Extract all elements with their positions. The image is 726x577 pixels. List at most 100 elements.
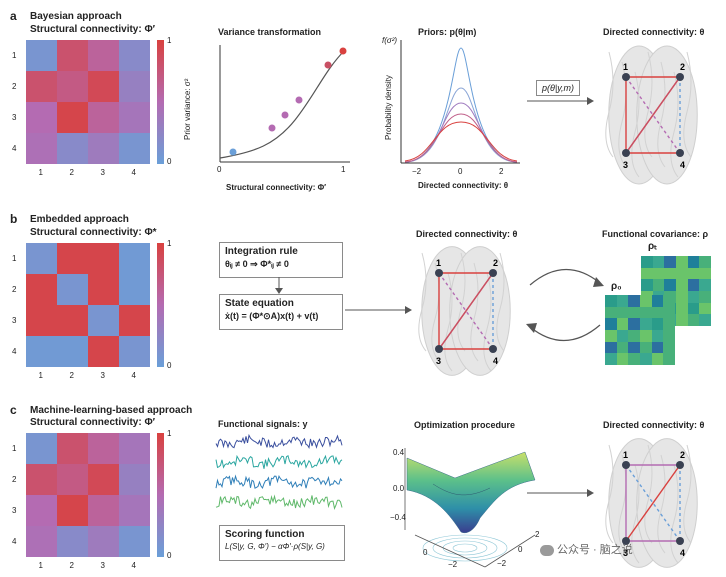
section-letter-c: c	[10, 403, 17, 417]
matrix-cell	[26, 305, 57, 336]
matrix-cell	[119, 40, 150, 71]
matrix-row-tick: 3	[12, 505, 17, 515]
opt-ytick-0: 2	[535, 530, 540, 539]
covariance-cell	[640, 330, 652, 342]
connection-line	[625, 464, 681, 542]
covariance-cell	[663, 330, 675, 342]
matrix-cell	[88, 102, 119, 133]
state-arrow	[345, 306, 412, 314]
signal-trace	[215, 474, 343, 490]
covariance-cell	[676, 267, 688, 280]
brain-node	[489, 269, 497, 277]
matrix-col-tick: 2	[69, 168, 74, 177]
covariance-cell	[699, 302, 711, 315]
cycle-arrows	[526, 268, 604, 342]
covariance-cell	[641, 256, 653, 268]
brain-node	[622, 149, 630, 157]
matrix-cell	[88, 464, 119, 495]
covariance-cell	[663, 318, 675, 330]
matrix-cell	[88, 305, 119, 336]
node-label: 2	[493, 258, 498, 268]
matrix-row-tick: 4	[12, 143, 17, 153]
colorbar-a-top: 1	[167, 36, 172, 45]
matrix-cell	[119, 133, 150, 164]
matrix-col-tick: 2	[69, 561, 74, 570]
node-label: 3	[623, 160, 628, 170]
covariance-cell	[628, 318, 640, 330]
opt-xtick-0: 0	[423, 548, 428, 557]
state-equation-formula: ẋ(t) = (Φ*⊙A)x(t) + v(t)	[225, 311, 319, 321]
matrix-cell	[57, 433, 88, 464]
covariance-cell	[605, 353, 617, 365]
variance-ylabel: Prior variance: σ²	[183, 78, 192, 140]
signal-trace	[215, 494, 343, 511]
signal-trace	[215, 454, 343, 469]
optimization-surface	[404, 448, 536, 568]
directed-title-c: Directed connectivity: θ	[603, 420, 705, 430]
covariance-cell	[676, 279, 688, 291]
matrix-col-tick: 4	[131, 168, 136, 177]
covariance-cell	[628, 306, 640, 319]
variance-xtick-0: 0	[217, 165, 222, 174]
covariance-cell	[640, 295, 652, 307]
matrix-cell	[57, 526, 88, 557]
matrix-row-tick: 2	[12, 81, 17, 91]
matrix-cell	[26, 102, 57, 133]
section-title-b: Embedded approach	[30, 214, 129, 225]
colorbar-b-bottom: 0	[167, 361, 172, 370]
matrix-cell	[57, 133, 88, 164]
node-label: 1	[623, 62, 628, 72]
brain-node	[435, 345, 443, 353]
opt-xtick-1: −2	[448, 560, 458, 569]
brain-node	[676, 537, 684, 545]
opt-ytick-2: −2	[497, 559, 507, 568]
covariance-cell	[628, 330, 640, 342]
matrix-cell	[57, 336, 88, 367]
matrix-cell	[26, 274, 57, 305]
matrix-cell	[88, 133, 119, 164]
covariance-cell	[605, 295, 617, 307]
matrix-cell	[26, 526, 57, 557]
matrix-c-label: Structural connectivity: Φ′	[30, 417, 156, 428]
covariance-cell	[699, 314, 711, 326]
brain-node	[622, 73, 630, 81]
colorbar-b-top: 1	[167, 239, 172, 248]
matrix-cell	[119, 495, 150, 526]
covariance-cell	[687, 302, 700, 315]
colorbar-b	[157, 243, 164, 367]
node-label: 2	[680, 62, 685, 72]
colorbar-c-bottom: 0	[167, 551, 172, 560]
priors-plot	[400, 40, 520, 164]
section-letter-b: b	[10, 212, 18, 226]
node-label: 4	[680, 160, 685, 170]
matrix-cell	[119, 526, 150, 557]
matrix-col-tick: 3	[100, 371, 105, 380]
matrix-cell	[57, 305, 88, 336]
node-label: 3	[436, 356, 441, 366]
node-label: 1	[623, 450, 628, 460]
brain-node	[676, 461, 684, 469]
priors-title: Priors: p(θ|m)	[418, 27, 477, 37]
colorbar-a-bottom: 0	[167, 157, 172, 166]
matrix-col-tick: 1	[38, 371, 43, 380]
matrix-cell	[26, 40, 57, 71]
matrix-cell	[119, 274, 150, 305]
section-title-a: Bayesian approach	[30, 11, 122, 22]
priors-xtick-2: 2	[499, 167, 504, 176]
covariance-cell	[664, 267, 676, 280]
brain-node	[676, 73, 684, 81]
colorbar-c	[157, 433, 164, 557]
covariance-cell	[651, 306, 664, 319]
covariance-cell	[616, 295, 629, 307]
matrix-cell	[57, 464, 88, 495]
integration-rule-box: Integration rule θᵢⱼ ≠ 0 ⇒ Φ*ᵢⱼ ≠ 0	[219, 242, 343, 278]
covariance-cell	[663, 306, 675, 319]
scoring-function-box: Scoring function L(S|y, G, Φ′) − αΦ′·ρ(S…	[219, 525, 345, 561]
covariance-cell	[640, 353, 652, 365]
covariance-cell	[676, 314, 688, 326]
